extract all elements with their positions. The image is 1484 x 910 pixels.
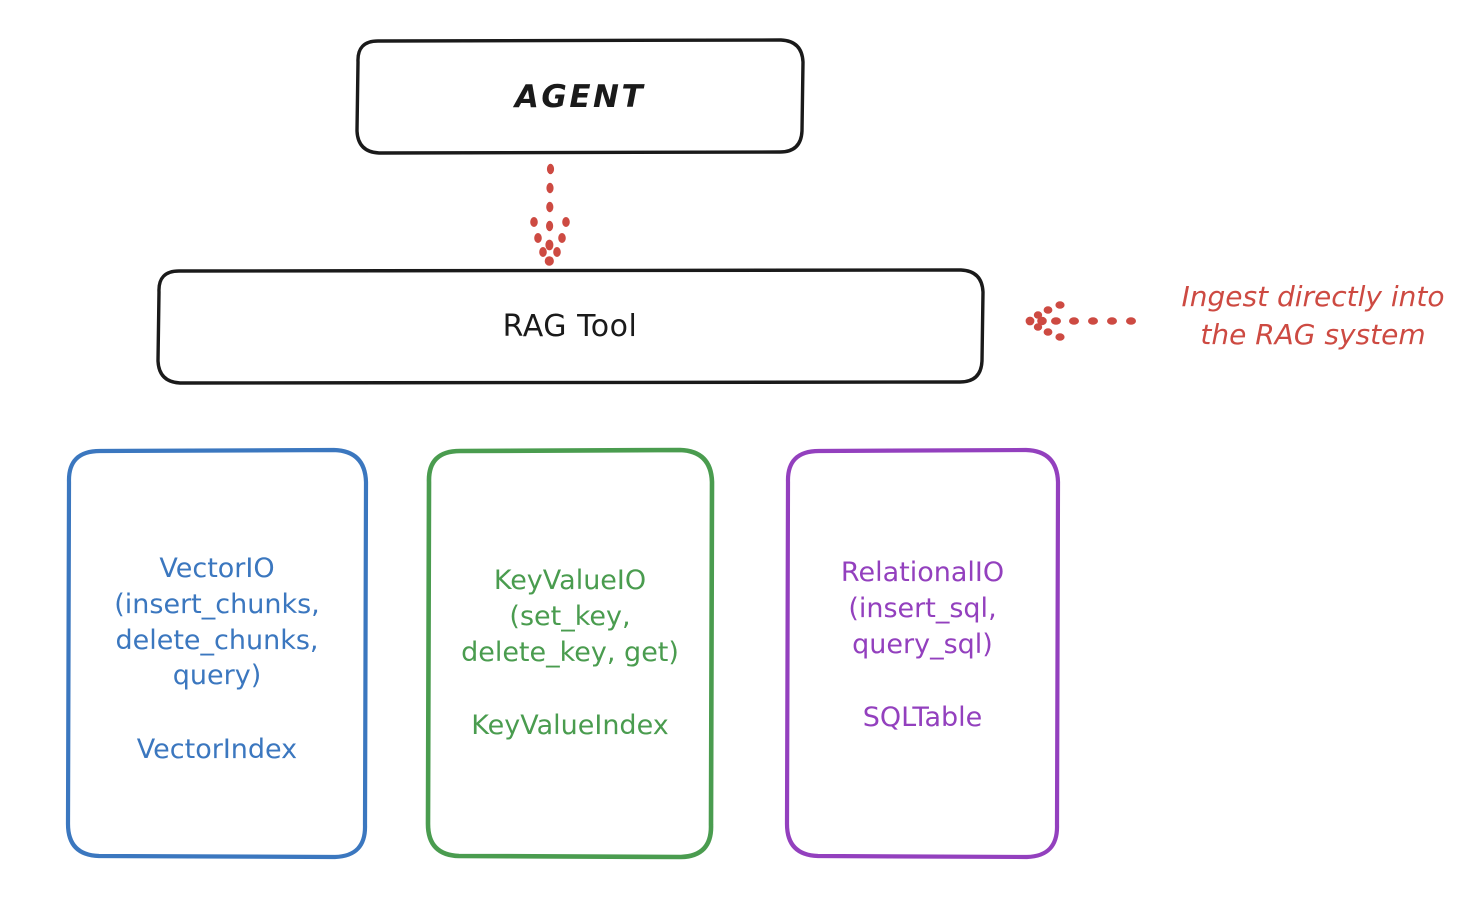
- ingest-to-rag-arrow: [1025, 301, 1136, 341]
- node-agent-label: AGENT: [514, 78, 646, 115]
- key-value-io-index-label: KeyValueIndex: [471, 710, 669, 742]
- node-vector-io[interactable]: VectorIO (insert_chunks, delete_chunks, …: [68, 450, 366, 857]
- node-key-value-io[interactable]: KeyValueIO (set_key, delete_key, get) Ke…: [428, 450, 712, 857]
- node-rag-tool-label: RAG Tool: [502, 309, 638, 344]
- relational-io-index-label: SQLTable: [862, 702, 983, 734]
- node-agent[interactable]: AGENT: [357, 40, 803, 153]
- annotation-ingest-directly: Ingest directly into the RAG system: [1181, 280, 1445, 352]
- vector-io-api-label: VectorIO (insert_chunks, delete_chunks, …: [114, 553, 320, 692]
- vector-io-index-label: VectorIndex: [136, 733, 298, 765]
- key-value-io-content: KeyValueIO (set_key, delete_key, get) Ke…: [461, 563, 679, 744]
- node-rag-tool[interactable]: RAG Tool: [157, 270, 983, 383]
- key-value-io-api-label: KeyValueIO (set_key, delete_key, get): [461, 565, 679, 668]
- relational-io-content: RelationalIO (insert_sql, query_sql) SQL…: [841, 555, 1004, 736]
- relational-io-api-label: RelationalIO (insert_sql, query_sql): [840, 557, 1005, 660]
- node-relational-io[interactable]: RelationalIO (insert_sql, query_sql) SQL…: [787, 450, 1058, 857]
- agent-to-rag-arrow: [530, 163, 570, 266]
- vector-io-content: VectorIO (insert_chunks, delete_chunks, …: [114, 551, 319, 767]
